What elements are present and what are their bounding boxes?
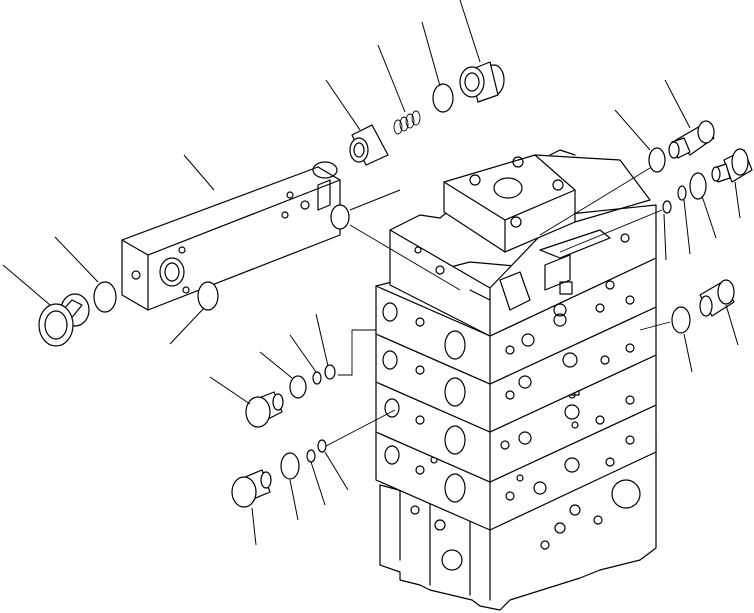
assembly-lines: [325, 167, 671, 447]
backup-ring-low-left: [306, 449, 316, 463]
plug-top: [459, 61, 505, 103]
backup-ring-right: [677, 185, 687, 201]
valve-lower-right: [699, 279, 735, 317]
o-ring-block-face: [330, 204, 350, 230]
o-ring-lower-right: [671, 306, 691, 334]
relief-valve-right: [711, 148, 753, 183]
manifold-block: [121, 161, 341, 311]
o-ring-upper-right: [648, 147, 666, 173]
relief-valve-upper-right: [668, 120, 715, 159]
o-ring-left-plug: [93, 281, 117, 313]
relief-valve-mid-left: [245, 391, 284, 428]
small-ring-mid-left: [324, 364, 336, 380]
o-ring-low-left: [280, 452, 300, 480]
o-ring-mid-left: [289, 375, 307, 399]
backup-ring-mid-left: [312, 371, 322, 385]
leader-lines: [2, 0, 741, 546]
o-ring-top: [432, 83, 454, 113]
control-valve-body: [375, 149, 657, 611]
o-ring-under-block: [197, 281, 219, 311]
o-ring-right: [689, 172, 707, 200]
small-ring-low-left: [317, 439, 327, 453]
relief-valve-low-left: [231, 469, 272, 508]
plug-left: [38, 293, 90, 347]
sleeve: [349, 124, 389, 166]
spring: [393, 110, 421, 135]
small-ring-right: [662, 200, 672, 214]
